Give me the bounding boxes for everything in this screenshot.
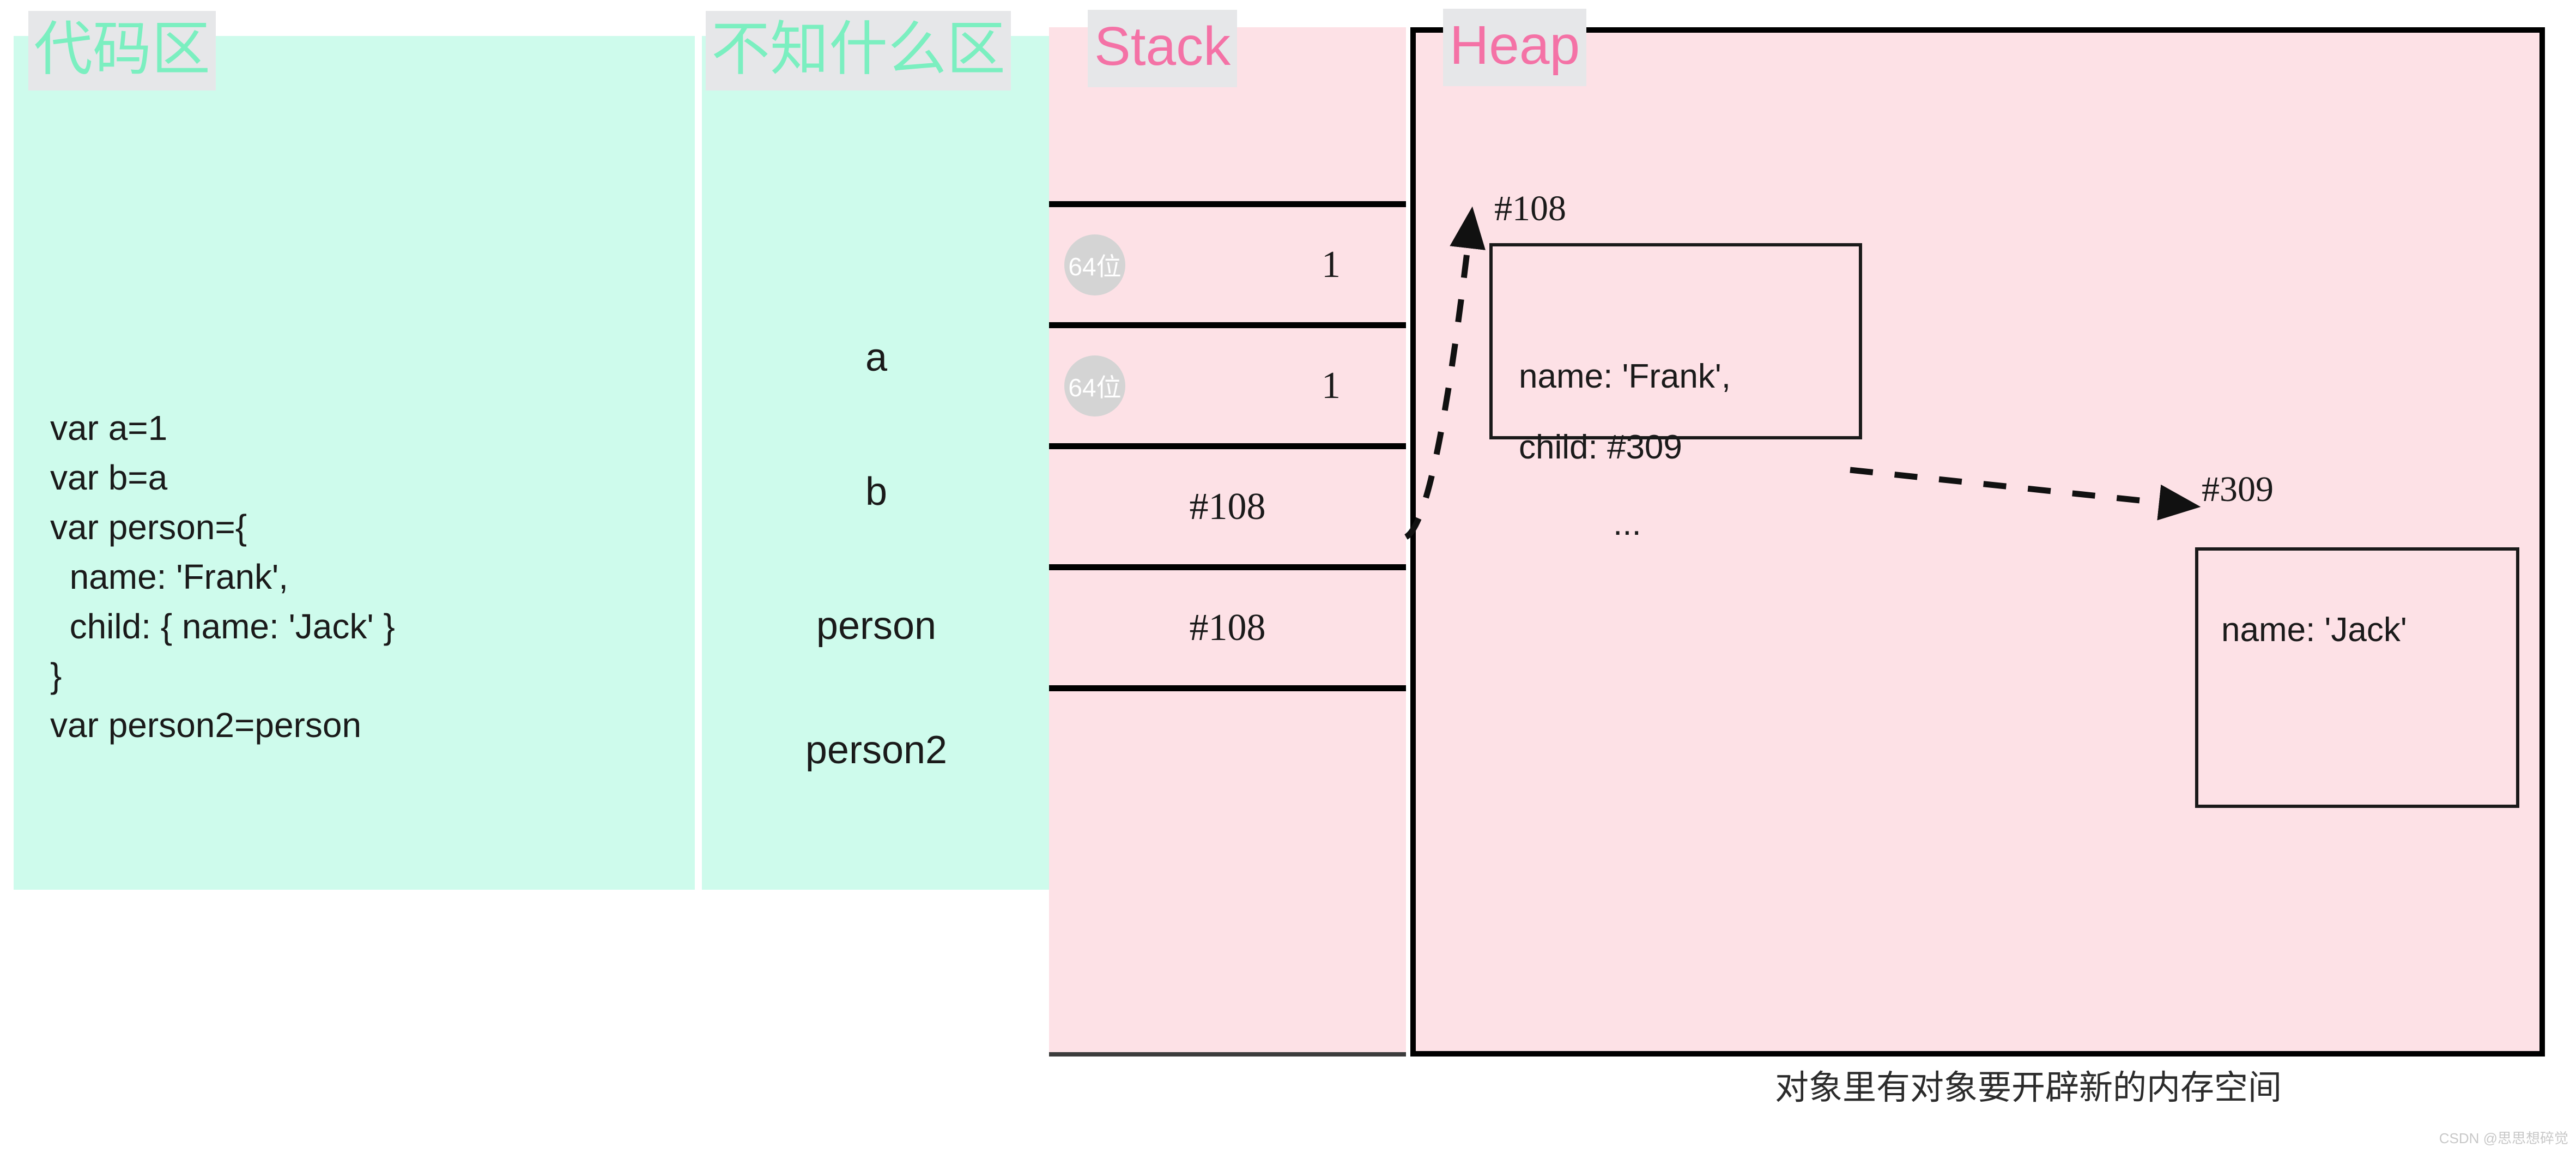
variable-label-a: a xyxy=(865,336,888,379)
code-area-title: 代码区 xyxy=(28,11,216,90)
heap-object-309-line-name: name: 'Jack' xyxy=(2221,611,2407,649)
code-snippet: var a=1 var b=a var person={ name: 'Fran… xyxy=(50,408,395,745)
heap-title: Heap xyxy=(1443,9,1587,86)
variable-label-person: person xyxy=(816,604,937,648)
csdn-watermark: CSDN @思思想碎觉 xyxy=(2439,1130,2568,1146)
stack-row-person[interactable]: #108 xyxy=(1049,449,1406,570)
heap-panel xyxy=(1410,27,2545,1057)
heap-address-309: #309 xyxy=(2202,469,2274,509)
variable-names-panel xyxy=(702,36,1051,890)
variable-label-b: b xyxy=(865,470,888,514)
unknown-area-title: 不知什么区 xyxy=(706,11,1011,90)
bit-width-badge: 64位 xyxy=(1064,355,1125,416)
stack-title: Stack xyxy=(1088,10,1238,87)
stack-row-b[interactable]: 64位 1 xyxy=(1049,328,1406,449)
heap-address-108: #108 xyxy=(1494,189,1566,228)
variable-label-person2: person2 xyxy=(805,728,948,772)
stack-row-person2[interactable]: #108 xyxy=(1049,570,1406,691)
stack-cell-value: #108 xyxy=(1189,485,1266,528)
stack-cell-value: 1 xyxy=(1322,243,1341,286)
stack-cell-value: 1 xyxy=(1322,364,1341,407)
heap-object-108-line-child: child: #309 xyxy=(1519,428,1682,466)
heap-object-box-108 xyxy=(1489,243,1862,439)
caption-text: 对象里有对象要开辟新的内存空间 xyxy=(1775,1069,2282,1107)
heap-object-108-line-name: name: 'Frank', xyxy=(1519,358,1731,395)
heap-object-box-309 xyxy=(2195,547,2519,808)
heap-object-108-line-ellipsis: ... xyxy=(1613,505,1641,542)
stack-row-empty[interactable] xyxy=(1049,691,1406,1052)
code-area-panel xyxy=(14,36,695,890)
stack-cell-value: #108 xyxy=(1189,606,1266,649)
bit-width-badge: 64位 xyxy=(1064,234,1125,295)
stack-row-a[interactable]: 64位 1 xyxy=(1049,207,1406,328)
